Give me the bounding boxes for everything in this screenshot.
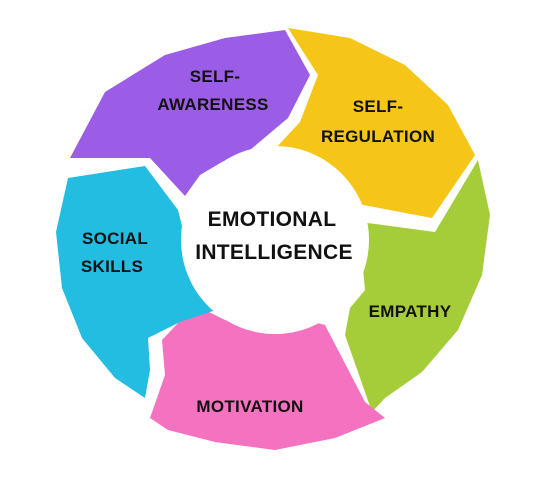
label-social-skills-line1: SOCIAL <box>82 229 148 248</box>
label-motivation: MOTIVATION <box>196 397 303 416</box>
label-social-skills-line2: SKILLS <box>81 257 143 276</box>
segment-motivation <box>150 305 385 450</box>
center-label-line1: EMOTIONAL <box>208 208 337 231</box>
segment-social-skills <box>56 166 222 398</box>
center-label-line2: INTELLIGENCE <box>195 241 353 264</box>
label-self-awareness-line1: SELF- <box>190 67 241 86</box>
label-self-regulation-line2: REGULATION <box>321 127 435 146</box>
label-empathy: EMPATHY <box>369 302 452 321</box>
segment-self-awareness <box>70 30 310 196</box>
label-self-awareness-line2: AWARENESS <box>157 95 268 114</box>
label-self-regulation-line1: SELF- <box>353 97 404 116</box>
segment-empathy <box>345 160 490 412</box>
center-circle <box>181 146 369 334</box>
